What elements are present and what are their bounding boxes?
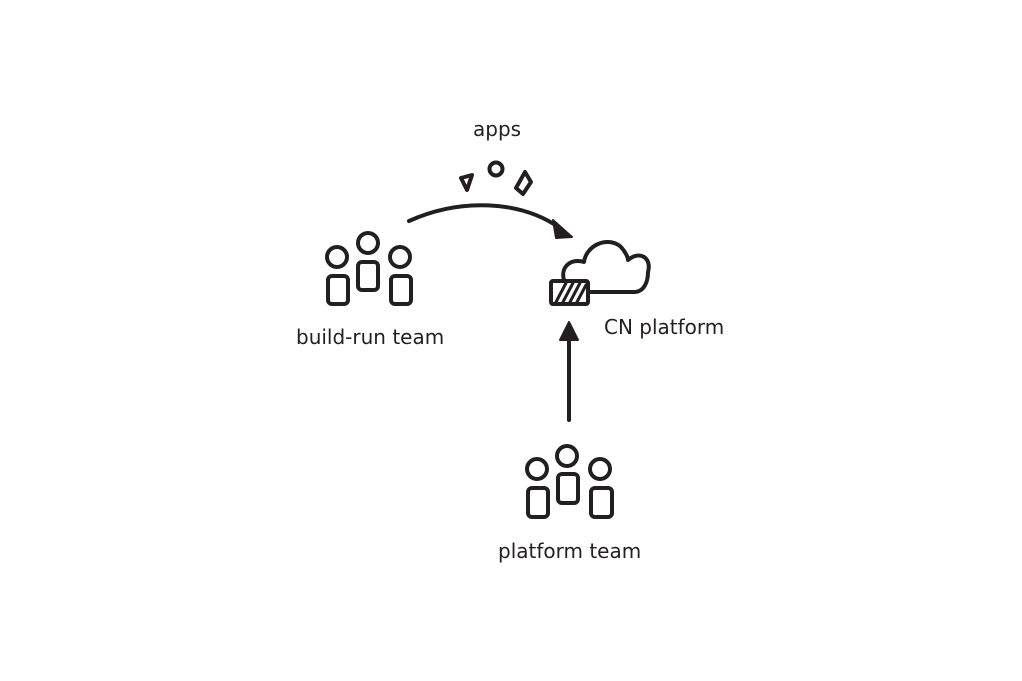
- cloud-platform-icon: [549, 240, 651, 306]
- people-group-icon: [525, 444, 614, 519]
- straight-arrow-icon: [559, 321, 579, 422]
- build-run-team-label: build-run team: [296, 325, 445, 349]
- app-shapes-icon: [459, 160, 533, 196]
- platform-team-label: platform team: [498, 539, 642, 563]
- apps-label: apps: [473, 117, 522, 141]
- people-group-icon: [325, 231, 413, 306]
- cn-platform-label: CN platform: [604, 315, 725, 339]
- curved-arrow-icon: [407, 203, 573, 239]
